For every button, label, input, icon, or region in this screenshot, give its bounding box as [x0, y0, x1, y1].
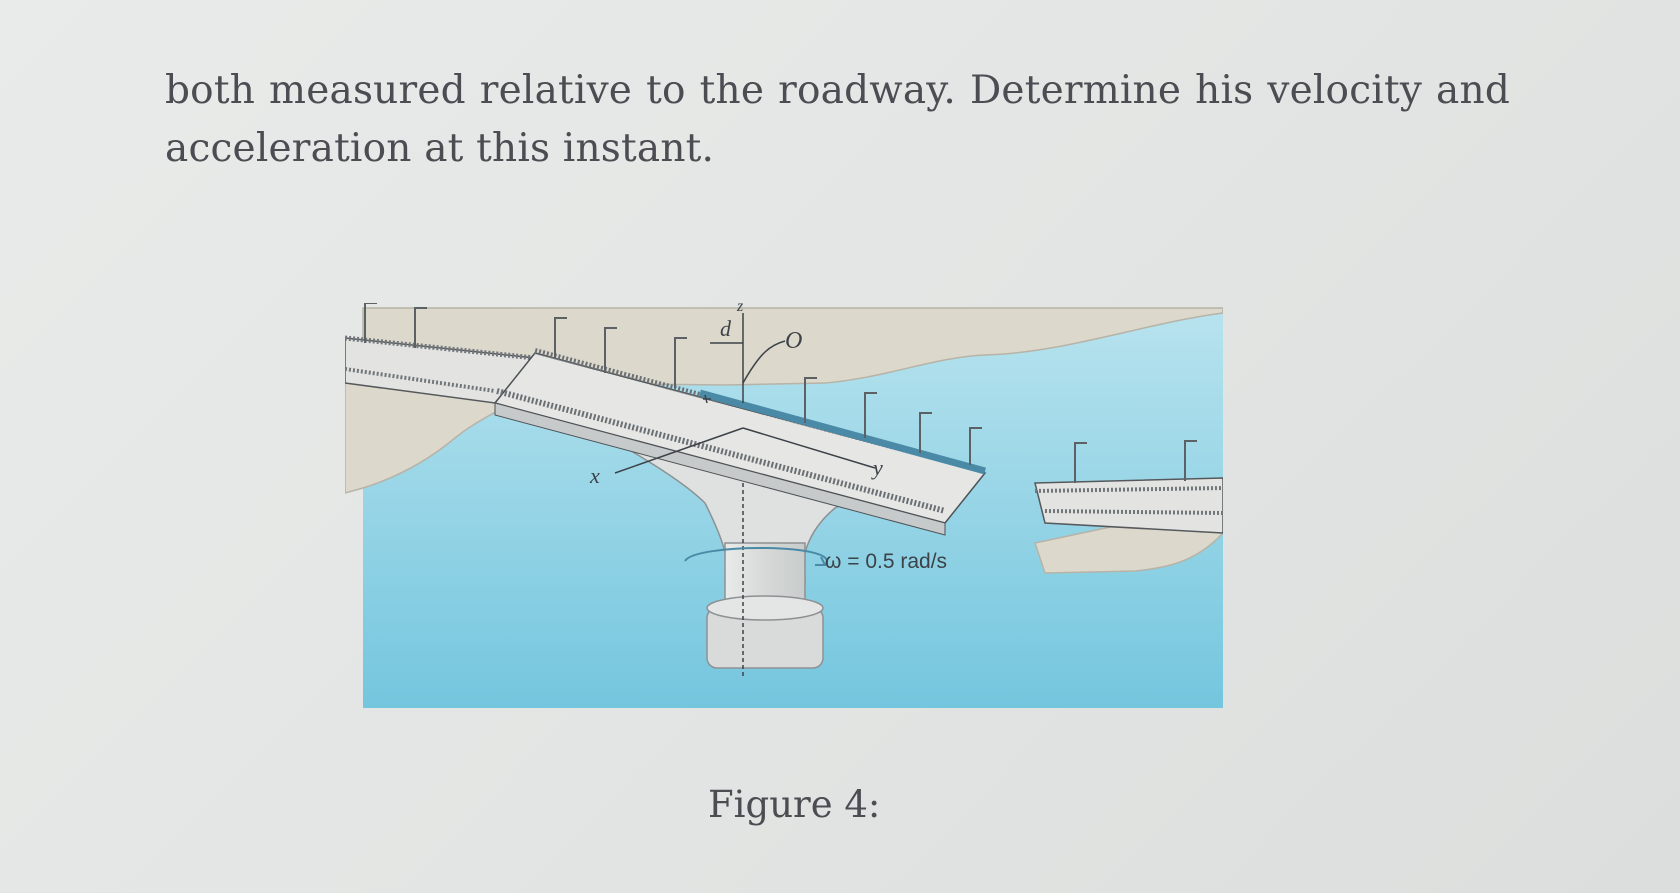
- right-approach-rail-2: [1044, 509, 1223, 515]
- lamp-posts: [364, 303, 1197, 483]
- x-axis: [614, 427, 744, 474]
- text-line-1: both measured relative to the roadway. D…: [165, 68, 1510, 113]
- figure-caption: Figure 4:: [708, 783, 881, 826]
- right-approach: [1034, 477, 1223, 534]
- rotation-arrowhead: [815, 556, 827, 566]
- omega-label: ω = 0.5 rad/s: [825, 550, 947, 573]
- y-label: y: [871, 455, 883, 480]
- d-label: d: [720, 316, 732, 341]
- pier-base-top: [706, 595, 824, 621]
- o-label: O: [785, 328, 802, 354]
- y-axis: [742, 427, 876, 469]
- o-leader: [742, 340, 786, 384]
- bridge-illustration: x y z d O ω = 0.5 rad/s: [345, 303, 1223, 708]
- swing-span-side: [494, 402, 946, 536]
- x-label: x: [589, 463, 600, 488]
- left-approach-rail-2: [345, 367, 496, 393]
- near-rail: [496, 388, 946, 514]
- text-line-2: acceleration at this instant.: [165, 126, 715, 171]
- man-marker: [703, 394, 711, 404]
- right-approach-rail: [1034, 486, 1223, 493]
- axes: [614, 313, 876, 678]
- rotation-arrow: [684, 546, 828, 566]
- z-label: z: [736, 303, 744, 315]
- highlighted-rail: [699, 389, 986, 475]
- bridge-figure: x y z d O ω = 0.5 rad/s: [345, 303, 1223, 713]
- problem-text: both measured relative to the roadway. D…: [165, 62, 1510, 178]
